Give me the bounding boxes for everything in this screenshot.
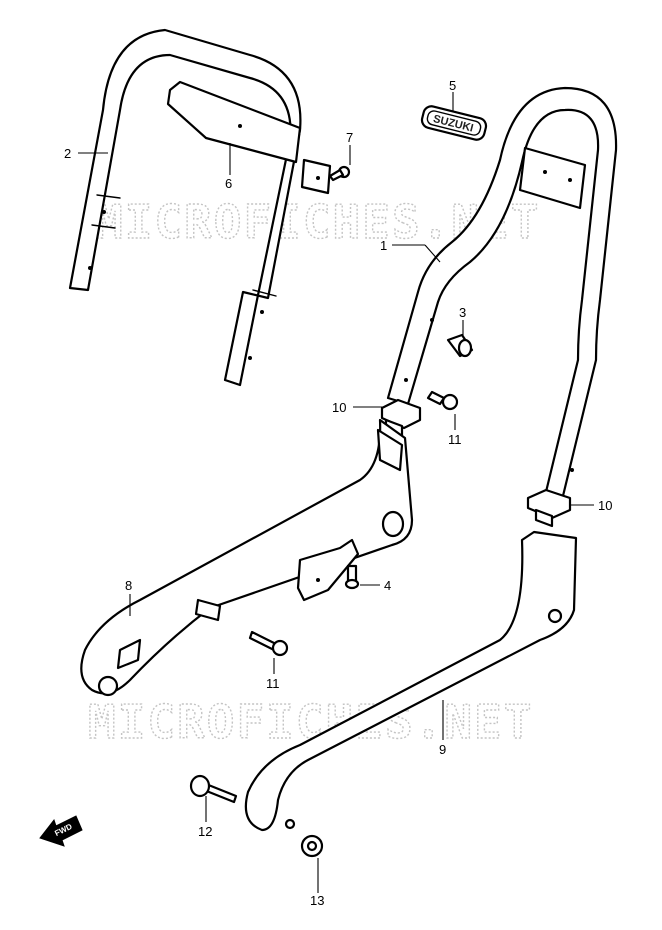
part-9-frame xyxy=(244,530,578,832)
callout-9: 9 xyxy=(439,742,446,757)
part-4-bolt xyxy=(344,564,360,590)
callout-11-lower: 11 xyxy=(266,676,280,691)
part-2-handle xyxy=(68,28,302,387)
part-10-cushion-lower xyxy=(526,488,572,528)
callout-1: 1 xyxy=(380,238,387,253)
callout-10-upper: 10 xyxy=(332,400,346,415)
part-7-bracket xyxy=(300,158,332,195)
callout-13: 13 xyxy=(310,893,324,908)
part-3-bolt xyxy=(446,333,474,358)
callout-11-upper: 11 xyxy=(448,432,462,447)
part-7-screw xyxy=(328,165,351,182)
part-8-frame xyxy=(80,418,414,697)
callout-7: 7 xyxy=(346,130,353,145)
callout-12: 12 xyxy=(198,824,212,839)
callout-2: 2 xyxy=(64,146,71,161)
part-12-bolt xyxy=(189,774,238,804)
part-6-plate xyxy=(166,80,302,164)
callout-3: 3 xyxy=(459,305,466,320)
fwd-arrow-icon: FWD xyxy=(39,815,83,847)
part-5-emblem: SUZUKI xyxy=(420,105,488,141)
callout-10-lower: 10 xyxy=(598,498,612,513)
part-11-bolt-upper xyxy=(426,390,459,411)
callout-5: 5 xyxy=(449,78,456,93)
callout-6: 6 xyxy=(225,176,232,191)
part-1-grab-bar xyxy=(386,86,618,502)
callout-8: 8 xyxy=(125,578,132,593)
callout-4: 4 xyxy=(384,578,391,593)
part-13-nut xyxy=(300,834,324,858)
part-4-bracket xyxy=(296,538,360,602)
leader-lines xyxy=(78,92,594,893)
part-11-bolt-lower xyxy=(248,630,289,657)
